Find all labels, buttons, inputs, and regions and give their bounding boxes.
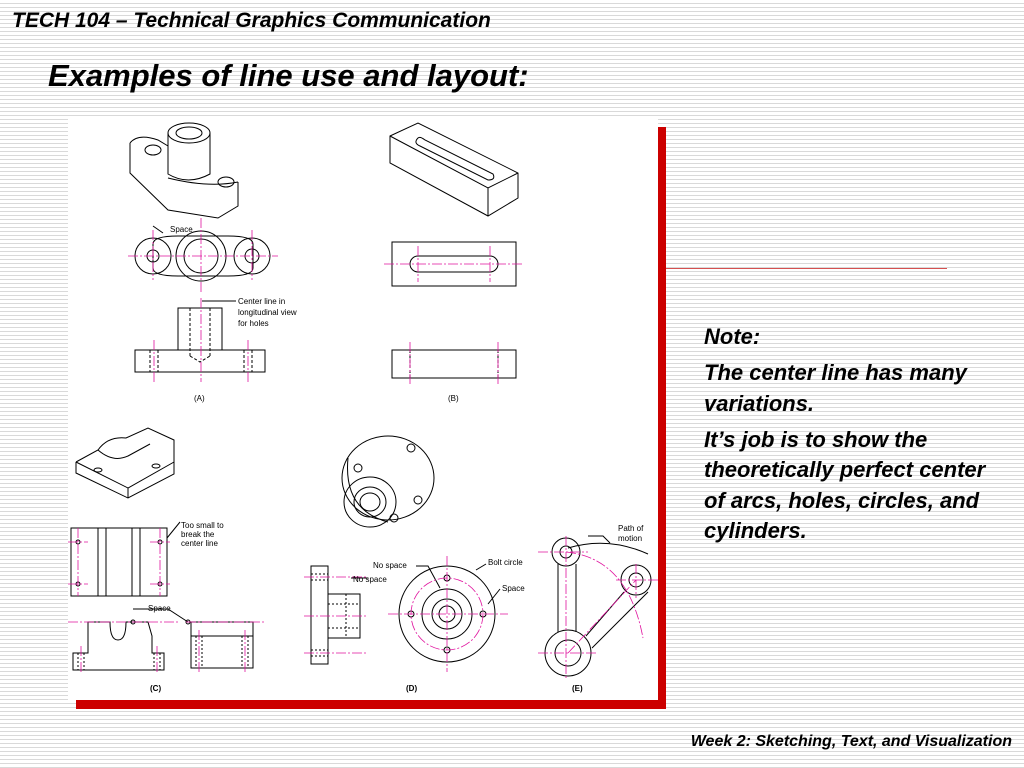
label-a-centerline-1: Center line in — [238, 297, 285, 306]
caption-a: (A) — [194, 394, 205, 403]
part-a-top-view — [134, 225, 271, 282]
part-b-front-view — [391, 349, 517, 379]
slide-title: Examples of line use and layout: — [48, 58, 529, 93]
label-d-space: Space — [502, 584, 525, 593]
part-b-isometric — [389, 122, 519, 217]
label-c-space: Space — [148, 604, 171, 613]
part-d-isometric — [341, 435, 435, 528]
part-a-isometric — [129, 122, 239, 219]
notes-paragraph-2: It’s job is to show the theoretically pe… — [704, 427, 986, 544]
accent-divider-line — [666, 268, 947, 269]
part-e-linkage — [544, 535, 652, 677]
notes-paragraph-1: The center line has many variations. — [704, 360, 967, 416]
label-c-toosmall-2: break the — [181, 530, 215, 539]
caption-d: (D) — [406, 684, 417, 693]
part-c-front-view — [72, 608, 254, 671]
label-c-toosmall-1: Too small to — [181, 521, 224, 530]
label-a-space: Space — [170, 225, 193, 234]
caption-e: (E) — [572, 684, 583, 693]
label-d-boltcircle: Bolt circle — [488, 558, 523, 567]
label-d-nospace-1: No space — [373, 561, 407, 570]
notes-heading: Note: — [704, 324, 761, 349]
label-a-centerline-2: longitudinal view — [238, 308, 297, 317]
label-d-nospace-2: No space — [353, 575, 387, 584]
footer-week-label: Week 2: Sketching, Text, and Visualizati… — [690, 733, 1012, 750]
center-lines — [68, 218, 658, 678]
label-e-path-1: Path of — [618, 524, 644, 533]
line-use-figure: Space Center line in longitudinal view f… — [68, 118, 658, 700]
caption-b: (B) — [448, 394, 459, 403]
label-c-toosmall-3: center line — [181, 539, 218, 548]
part-c-isometric — [75, 427, 175, 499]
label-e-path-2: motion — [618, 534, 642, 543]
caption-c: (C) — [150, 684, 161, 693]
part-c-top-view — [70, 521, 181, 597]
course-header: TECH 104 – Technical Graphics Communicat… — [12, 9, 491, 32]
part-a-front-view — [134, 300, 266, 373]
notes-panel: Note: The center line has many variation… — [704, 322, 1004, 553]
label-a-centerline-3: for holes — [238, 319, 269, 328]
